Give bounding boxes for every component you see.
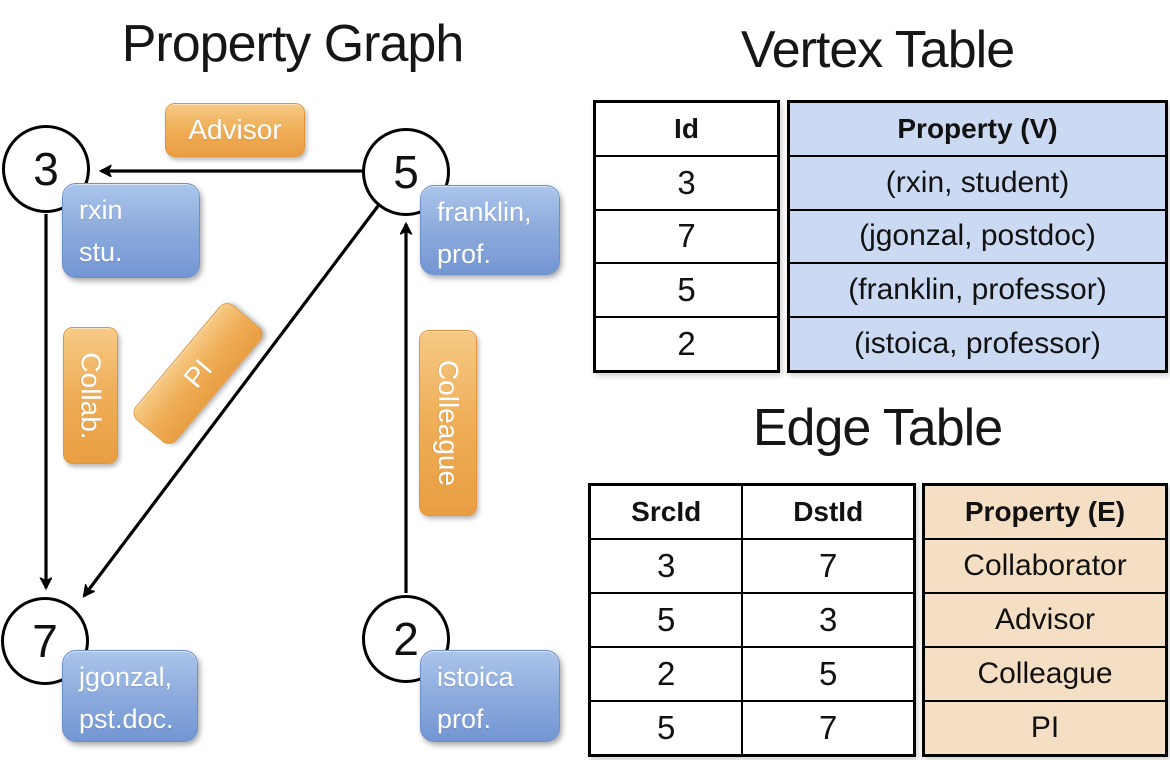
table-row: 3 [596, 154, 777, 209]
table-row: (rxin, student) [790, 154, 1165, 209]
vertex-table-title: Vertex Table [740, 21, 1015, 79]
cell-property: (franklin, professor) [790, 264, 1165, 317]
table-row: Advisor [925, 592, 1165, 646]
graph-edges-canvas [0, 0, 585, 760]
vertex-property-line: rxin [79, 195, 123, 225]
edge-label-colleague: Colleague [419, 330, 477, 516]
edge-table-id-columns: SrcId DstId 3 7 5 3 2 5 5 7 [588, 483, 916, 757]
cell-srcid: 2 [657, 655, 676, 692]
column-header-id: Id [674, 112, 699, 144]
vertex-property-line: pst.doc. [79, 703, 174, 734]
table-row: (jgonzal, postdoc) [790, 208, 1165, 263]
edge-label-text: Collab. [75, 351, 107, 440]
cell-id: 3 [677, 163, 696, 201]
cell-property: PI [925, 702, 1165, 754]
table-header-row: Property (V) [790, 103, 1165, 155]
vertex-property-box-2: istoica prof. [420, 650, 560, 742]
vertex-table-property-column: Property (V) (rxin, student) (jgonzal, p… [787, 100, 1168, 373]
vertex-table-id-column: Id 3 7 5 2 [593, 100, 780, 373]
cell-srcid: 3 [657, 547, 676, 584]
cell-dstid: 7 [741, 702, 913, 754]
table-row: PI [925, 700, 1165, 754]
vertex-property-line: stu. [79, 236, 123, 267]
table-header-row: Property (E) [925, 486, 1165, 538]
cell-dstid: 7 [741, 540, 913, 592]
node-id-label: 5 [393, 146, 419, 198]
table-row: 2 5 [591, 646, 913, 700]
vertex-property-line: prof. [437, 703, 492, 734]
table-row: 3 7 [591, 538, 913, 592]
table-row: 5 3 [591, 592, 913, 646]
edge-table-property-column: Property (E) Collaborator Advisor Collea… [922, 483, 1168, 757]
graph-node-2: 2 [362, 595, 450, 683]
vertex-property-line: prof. [437, 238, 492, 269]
edge-label-advisor: Advisor [165, 103, 305, 157]
cell-srcid: 5 [657, 601, 676, 638]
cell-id: 2 [677, 325, 696, 363]
cell-property: Colleague [925, 648, 1165, 700]
edge-pi-5-to-7 [82, 205, 380, 596]
edge-label-text: Advisor [188, 114, 282, 145]
edge-label-collab: Collab. [63, 327, 118, 464]
cell-srcid: 5 [657, 709, 676, 746]
vertex-property-line: jgonzal, [79, 662, 173, 692]
node-id-label: 7 [32, 615, 58, 667]
edge-label-text: PI [177, 353, 218, 394]
column-header-property-v: Property (V) [790, 103, 1165, 155]
column-header-srcid: SrcId [631, 496, 702, 527]
table-header-row: Id [596, 103, 777, 155]
cell-property: Advisor [925, 594, 1165, 646]
table-row: Colleague [925, 646, 1165, 700]
vertex-property-box-7: jgonzal, pst.doc. [62, 650, 198, 742]
node-id-label: 3 [33, 143, 59, 195]
table-row: (franklin, professor) [790, 262, 1165, 317]
vertex-property-box-3: rxin stu. [62, 183, 200, 278]
cell-property: (rxin, student) [790, 156, 1165, 209]
column-header-dstid: DstId [741, 486, 913, 538]
vertex-property-box-5: franklin, prof. [420, 185, 560, 275]
cell-property: Collaborator [925, 540, 1165, 592]
table-row: (istoica, professor) [790, 316, 1165, 370]
cell-id: 5 [677, 271, 696, 309]
table-row: 5 7 [591, 700, 913, 754]
table-row: 5 [596, 262, 777, 316]
cell-property: (istoica, professor) [790, 318, 1165, 370]
cell-dstid: 3 [741, 594, 913, 646]
column-header-property-e: Property (E) [925, 486, 1165, 538]
table-row: 2 [596, 316, 777, 370]
property-graph-title: Property Graph [121, 15, 465, 73]
vertex-property-line: istoica [437, 662, 514, 692]
table-row: 7 [596, 208, 777, 263]
edge-table-title: Edge Table [752, 399, 1003, 457]
graph-node-5: 5 [362, 128, 450, 216]
node-id-label: 2 [393, 613, 419, 665]
cell-property: (jgonzal, postdoc) [790, 210, 1165, 263]
vertex-property-line: franklin, [437, 197, 532, 227]
cell-id: 7 [677, 217, 696, 255]
table-header-row: SrcId DstId [591, 486, 913, 538]
edge-label-text: Colleague [433, 359, 465, 487]
table-row: Collaborator [925, 538, 1165, 592]
cell-dstid: 5 [741, 648, 913, 700]
